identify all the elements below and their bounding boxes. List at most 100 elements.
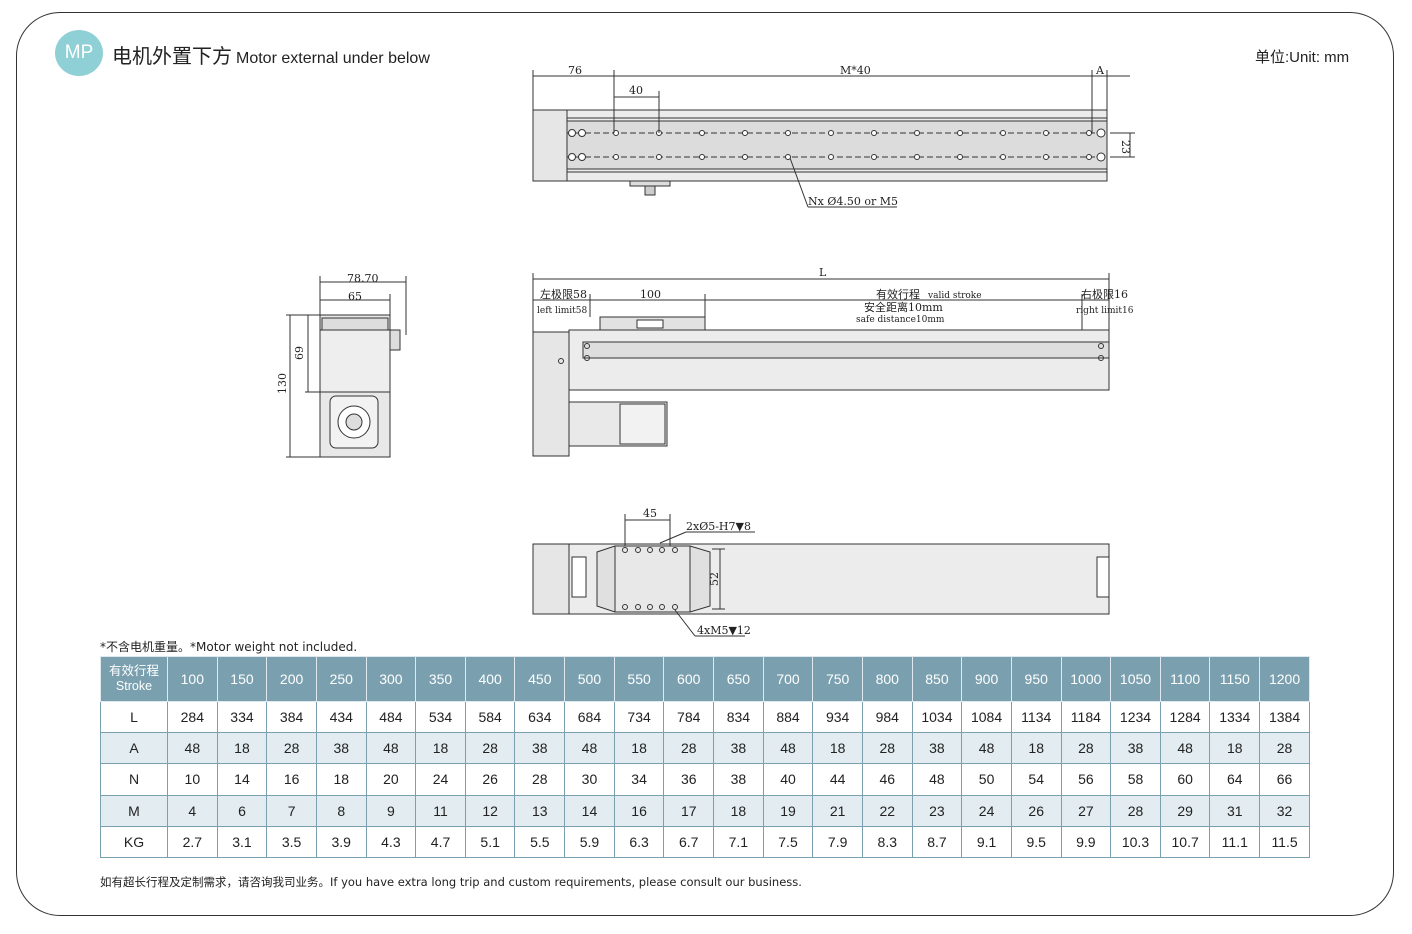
table-cell: 334 <box>216 700 268 734</box>
row-label: M <box>100 794 168 827</box>
table-cell: 38 <box>1110 732 1161 765</box>
table-cell: 66 <box>1259 763 1310 796</box>
pin-callout: 2xØ5-H7▼8 <box>686 520 751 533</box>
table-cell: 10 <box>167 763 218 796</box>
safe-distance-zh: 安全距离10mm <box>864 300 943 314</box>
mounting-hole <box>871 130 877 136</box>
safe-distance-en: safe distance10mm <box>856 315 945 325</box>
table-cell: 28 <box>464 732 516 765</box>
stroke-header-en: Stroke <box>115 679 153 693</box>
table-cell: 58 <box>1110 763 1161 796</box>
table-cell: 16 <box>266 763 317 796</box>
table-cell: 6 <box>216 794 268 827</box>
dim-65: 65 <box>348 290 362 303</box>
row-label: KG <box>100 825 168 859</box>
hole-callout: Nx Ø4.50 or M5 <box>808 195 898 208</box>
table-cell: 38 <box>911 732 963 765</box>
table-cell: 6.7 <box>663 825 715 859</box>
stroke-header-zh: 有效行程 <box>108 664 159 678</box>
table-cell: 34 <box>613 763 665 796</box>
table-cell: 3.9 <box>315 825 367 859</box>
stroke-col-header: 1050 <box>1110 656 1161 702</box>
side-end-cap <box>532 331 570 457</box>
table-cell: 29 <box>1159 794 1211 827</box>
table-cell: 4 <box>167 794 218 827</box>
dim-52: 52 <box>708 572 721 586</box>
table-cell: 13 <box>514 794 566 827</box>
stroke-col-header: 800 <box>861 656 913 702</box>
stroke-col-header: 1100 <box>1159 656 1211 702</box>
table-cell: 12 <box>464 794 516 827</box>
side-view <box>532 273 1110 457</box>
row-label: A <box>100 732 168 765</box>
bottom-view <box>532 514 1110 637</box>
mounting-hole <box>828 154 834 160</box>
right-limit-zh: 右极限16 <box>1081 287 1128 301</box>
badge-label: MP <box>64 42 94 63</box>
table-cell: 9 <box>365 794 417 827</box>
mounting-hole <box>699 130 705 136</box>
weight-note: *不含电机重量。*Motor weight not included. <box>100 640 358 654</box>
mounting-hole <box>871 154 877 160</box>
dim-a: A <box>1095 64 1105 77</box>
stroke-col-header: 350 <box>415 656 466 702</box>
table-cell: 534 <box>415 700 466 734</box>
stroke-col-header: 950 <box>1010 656 1062 702</box>
table-cell: 48 <box>167 732 218 765</box>
table-cell: 50 <box>961 763 1012 796</box>
mounting-hole <box>656 154 662 160</box>
table-cell: 44 <box>812 763 863 796</box>
table-cell: 8 <box>315 794 367 827</box>
mounting-holes <box>613 130 1092 160</box>
table-cell: 28 <box>1060 732 1112 765</box>
table-cell: 48 <box>1159 732 1211 765</box>
mounting-hole <box>914 130 920 136</box>
table-cell: 7.1 <box>713 825 764 859</box>
mounting-hole <box>785 130 791 136</box>
table-cell: 14 <box>216 763 268 796</box>
stroke-col-header: 600 <box>663 656 715 702</box>
table-cell: 38 <box>315 732 367 765</box>
dim-m40: M*40 <box>840 64 871 77</box>
dim-100: 100 <box>640 288 661 301</box>
table-cell: 584 <box>464 700 516 734</box>
dim-23: 23 <box>1119 140 1132 154</box>
table-cell: 7 <box>266 794 317 827</box>
dim-78-70: 78.70 <box>347 272 379 285</box>
table-cell: 38 <box>514 732 566 765</box>
stroke-col-header: 100 <box>167 656 218 702</box>
table-cell: 18 <box>713 794 764 827</box>
mounting-hole <box>957 154 963 160</box>
table-cell: 20 <box>365 763 417 796</box>
table-cell: 27 <box>1060 794 1112 827</box>
table-cell: 5.5 <box>514 825 566 859</box>
stroke-col-header: 700 <box>762 656 814 702</box>
table-cell: 5.1 <box>464 825 516 859</box>
series-badge: MP <box>55 30 103 76</box>
table-cell: 3.5 <box>266 825 317 859</box>
table-cell: 28 <box>861 732 913 765</box>
table-cell: 26 <box>1010 794 1062 827</box>
table-cell: 64 <box>1209 763 1261 796</box>
table-cell: 18 <box>315 763 367 796</box>
table-cell: 31 <box>1209 794 1261 827</box>
mounting-hole <box>1000 130 1006 136</box>
stroke-col-header: 900 <box>961 656 1012 702</box>
table-cell: 36 <box>663 763 715 796</box>
table-cell: 384 <box>266 700 317 734</box>
table-cell: 38 <box>713 732 764 765</box>
table-cell: 734 <box>613 700 665 734</box>
stroke-col-header: 1200 <box>1259 656 1310 702</box>
table-cell: 26 <box>464 763 516 796</box>
stroke-col-header: 150 <box>216 656 268 702</box>
dim-45: 45 <box>643 507 657 520</box>
table-cell: 28 <box>663 732 715 765</box>
stroke-col-header: 450 <box>514 656 566 702</box>
table-cell: 18 <box>415 732 466 765</box>
title-zh: 电机外置下方 <box>112 44 232 68</box>
table-cell: 18 <box>1209 732 1261 765</box>
dim-l: L <box>819 266 827 279</box>
